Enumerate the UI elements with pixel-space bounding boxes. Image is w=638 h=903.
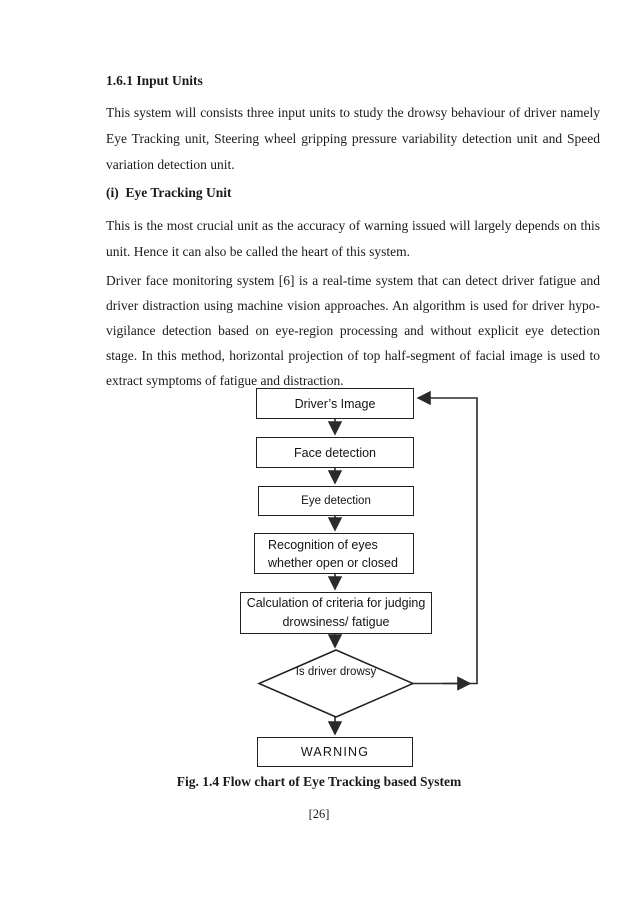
node-label-line2: drowsy — [339, 666, 377, 678]
node-label-line1: Recognition of eyes — [268, 537, 378, 552]
flowchart-node-calculation-of-criteria: Calculation of criteria for judging drow… — [240, 592, 432, 634]
paragraph-face-monitoring: Driver face monitoring system [6] is a r… — [106, 273, 600, 388]
flowchart-node-is-driver-drowsy-label: Is driver drowsy — [276, 663, 396, 681]
paragraph-input-units: This system will consists three input un… — [106, 105, 600, 172]
node-label-line2: whether open or closed — [268, 555, 398, 570]
node-label: WARNING — [300, 745, 370, 759]
section-heading: 1.6.1 Input Units — [106, 73, 203, 88]
node-label: Face detection — [294, 445, 376, 460]
subsection-heading: (i) Eye Tracking Unit — [106, 185, 232, 200]
node-label-line2: drowsiness/ fatigue — [282, 615, 390, 629]
flowchart-node-drivers-image: Driver’s Image — [256, 388, 414, 419]
node-label-line1: Calculation of criteria for judging — [246, 596, 426, 610]
node-label: Driver’s Image — [294, 396, 376, 411]
flowchart-node-face-detection: Face detection — [256, 437, 414, 468]
flowchart-node-recognition-of-eyes: Recognition of eyes whether open or clos… — [254, 533, 414, 574]
decision-diamond — [257, 649, 415, 718]
feedback-loop-line — [413, 390, 478, 685]
paragraph-crucial-unit: This is the most crucial unit as the acc… — [106, 218, 600, 259]
page-number: [26] — [308, 807, 330, 821]
node-label: Eye detection — [301, 495, 371, 507]
figure-caption: Fig. 1.4 Flow chart of Eye Tracking base… — [176, 774, 462, 789]
flowchart-node-warning: WARNING — [257, 737, 413, 767]
flowchart-node-eye-detection: Eye detection — [258, 486, 414, 516]
node-label-line1: Is driver — [295, 666, 337, 678]
